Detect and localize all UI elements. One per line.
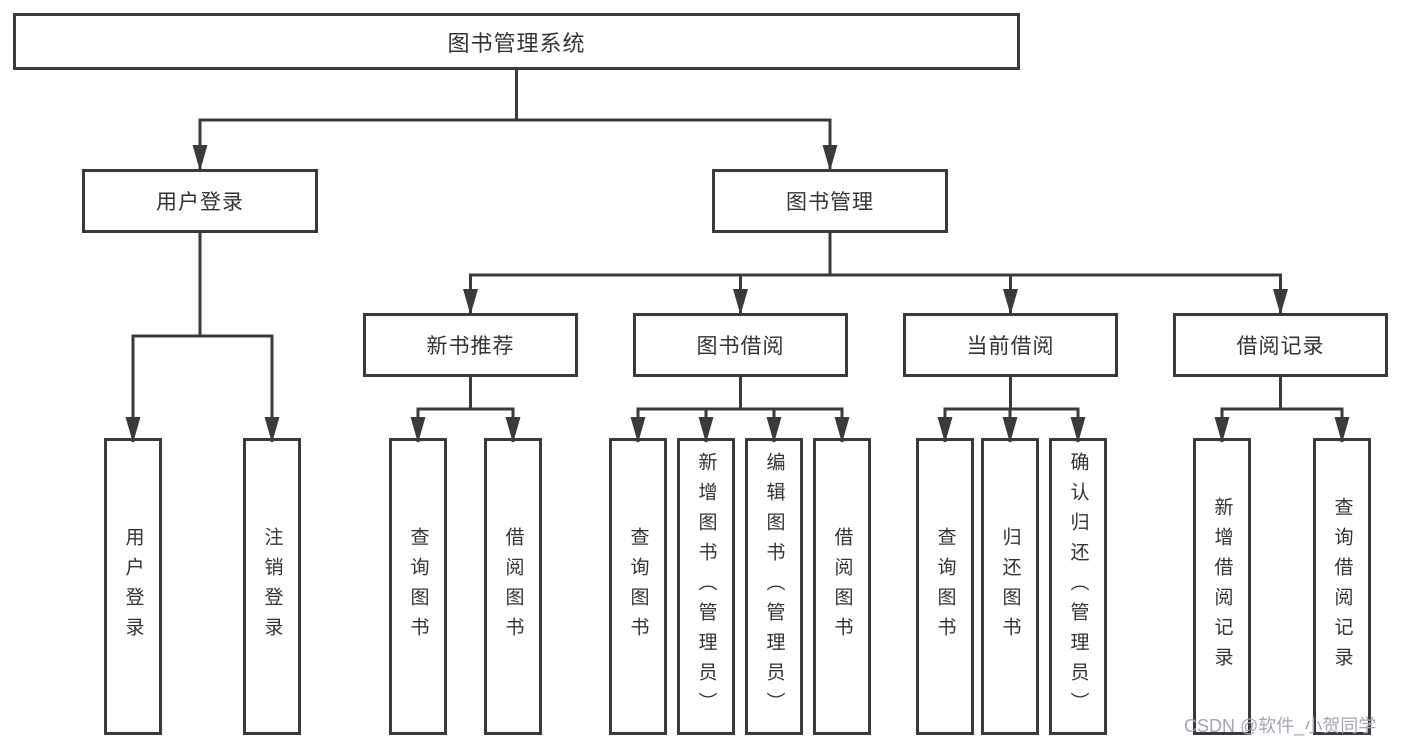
node-label: 当前借阅 bbox=[966, 335, 1055, 358]
connector-borrow-records-to-leaves bbox=[1214, 377, 1350, 443]
leaf-query-books-borrow: 查询图书 bbox=[609, 438, 667, 735]
leaf-label: 查询图书 bbox=[627, 526, 649, 647]
connector-new-books-to-leaves bbox=[410, 377, 521, 443]
node-book-management: 图书管理 bbox=[712, 169, 948, 233]
leaf-borrow-books: 借阅图书 bbox=[813, 438, 871, 735]
node-label: 图书管理 bbox=[786, 191, 874, 214]
node-label: 新书推荐 bbox=[426, 335, 515, 358]
node-label: 用户登录 bbox=[156, 191, 244, 214]
leaf-label: 用户登录 bbox=[122, 526, 144, 647]
node-user-login: 用户登录 bbox=[82, 169, 318, 233]
leaf-borrow-books-recommend: 借阅图书 bbox=[484, 438, 542, 735]
node-borrow-records: 借阅记录 bbox=[1173, 313, 1388, 377]
leaf-label: 确认归还（管理员） bbox=[1067, 451, 1089, 722]
node-label: 图书借阅 bbox=[696, 335, 785, 358]
leaf-label: 新增图书（管理员） bbox=[695, 451, 717, 722]
node-library-system: 图书管理系统 bbox=[13, 13, 1020, 70]
connector-current-borrow-to-leaves bbox=[937, 377, 1086, 443]
node-current-borrow: 当前借阅 bbox=[903, 313, 1118, 377]
connector-book-management-to-level3 bbox=[463, 233, 1288, 315]
leaf-return-book: 归还图书 bbox=[981, 438, 1039, 735]
node-new-book-recommend: 新书推荐 bbox=[363, 313, 578, 377]
connector-root-to-level2 bbox=[192, 70, 838, 171]
node-label: 借阅记录 bbox=[1236, 335, 1325, 358]
leaf-query-books-current: 查询图书 bbox=[916, 438, 974, 735]
leaf-logout: 注销登录 bbox=[243, 438, 301, 735]
leaf-label: 归还图书 bbox=[999, 526, 1021, 647]
leaf-label: 注销登录 bbox=[261, 526, 283, 647]
leaf-label: 新增借阅记录 bbox=[1211, 496, 1233, 677]
leaf-label: 查询图书 bbox=[407, 526, 429, 647]
watermark: CSDN @软件_小贺同学 bbox=[1184, 716, 1377, 736]
node-label: 图书管理系统 bbox=[447, 30, 586, 56]
connector-user-login-to-leaves bbox=[125, 233, 280, 443]
leaf-edit-book-admin: 编辑图书（管理员） bbox=[745, 438, 803, 735]
leaf-add-book-admin: 新增图书（管理员） bbox=[677, 438, 735, 735]
leaf-label: 编辑图书（管理员） bbox=[763, 451, 785, 722]
connector-book-borrow-to-leaves bbox=[630, 377, 850, 443]
leaf-user-login: 用户登录 bbox=[104, 438, 162, 735]
leaf-label: 借阅图书 bbox=[502, 526, 524, 647]
leaf-confirm-return-admin: 确认归还（管理员） bbox=[1049, 438, 1107, 735]
leaf-label: 查询借阅记录 bbox=[1331, 496, 1353, 677]
node-book-borrow: 图书借阅 bbox=[633, 313, 848, 377]
leaf-query-books-recommend: 查询图书 bbox=[389, 438, 447, 735]
leaf-add-borrow-record: 新增借阅记录 bbox=[1193, 438, 1251, 735]
leaf-label: 查询图书 bbox=[934, 526, 956, 647]
leaf-query-borrow-record: 查询借阅记录 bbox=[1313, 438, 1371, 735]
leaf-label: 借阅图书 bbox=[831, 526, 853, 647]
